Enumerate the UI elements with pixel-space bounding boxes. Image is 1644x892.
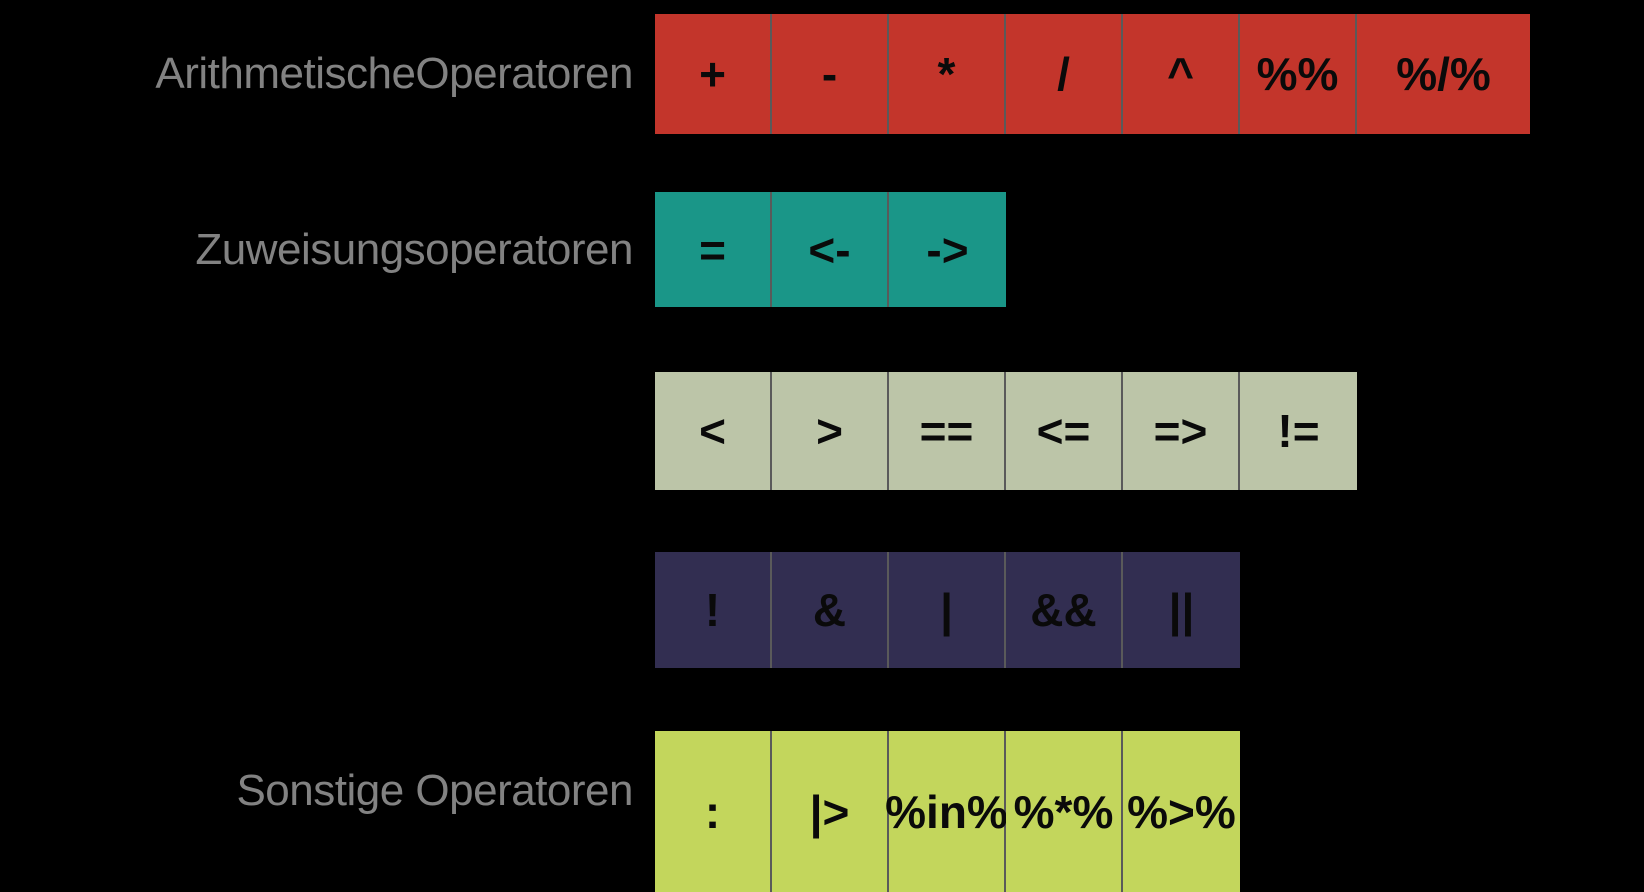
row-label-misc: Sonstige Operatoren bbox=[236, 766, 633, 815]
operator-cell[interactable]: ^ bbox=[1123, 14, 1240, 134]
operator-cell[interactable]: ! bbox=[655, 552, 772, 668]
operator-cell[interactable]: | bbox=[889, 552, 1006, 668]
row-label-assign: Zuweisungsoperatoren bbox=[195, 224, 633, 274]
operator-cell[interactable]: > bbox=[772, 372, 889, 490]
operator-cell[interactable]: <- bbox=[772, 192, 889, 307]
operator-cell[interactable]: + bbox=[655, 14, 772, 134]
operator-cell[interactable]: & bbox=[772, 552, 889, 668]
operator-cell[interactable]: |> bbox=[772, 731, 889, 892]
operator-cells: :|>%in%%*%%>% bbox=[655, 731, 1240, 892]
operator-cells: =<--> bbox=[655, 192, 1006, 307]
operator-cell[interactable]: - bbox=[772, 14, 889, 134]
operator-cell[interactable]: => bbox=[1123, 372, 1240, 490]
operator-cell[interactable]: || bbox=[1123, 552, 1240, 668]
operator-cell[interactable]: %*% bbox=[1006, 731, 1123, 892]
operator-row-misc: :|>%in%%*%%>% bbox=[655, 731, 1240, 892]
operator-cells: <>==<==>!= bbox=[655, 372, 1357, 490]
operator-cell[interactable]: < bbox=[655, 372, 772, 490]
operator-cell[interactable]: <= bbox=[1006, 372, 1123, 490]
label-zone-compare bbox=[0, 372, 655, 490]
operator-cells: +-*/^%%%/% bbox=[655, 14, 1530, 134]
operator-cells: !&|&&|| bbox=[655, 552, 1240, 668]
operator-cell[interactable]: == bbox=[889, 372, 1006, 490]
label-zone-arithmetic: ArithmetischeOperatoren bbox=[0, 14, 655, 134]
label-zone-assign: Zuweisungsoperatoren bbox=[0, 192, 655, 307]
operator-cell[interactable]: %% bbox=[1240, 14, 1357, 134]
operator-cell[interactable]: && bbox=[1006, 552, 1123, 668]
operator-cell[interactable]: * bbox=[889, 14, 1006, 134]
operator-cell[interactable]: : bbox=[655, 731, 772, 892]
operator-row-logic: !&|&&|| bbox=[655, 552, 1240, 668]
operator-cell[interactable]: / bbox=[1006, 14, 1123, 134]
operator-cell[interactable]: != bbox=[1240, 372, 1357, 490]
label-zone-misc: Sonstige Operatoren bbox=[0, 731, 655, 851]
operator-cell[interactable]: %/% bbox=[1357, 14, 1530, 134]
operator-cell[interactable]: = bbox=[655, 192, 772, 307]
row-label-logic bbox=[633, 552, 655, 668]
operator-row-arithmetic: +-*/^%%%/% bbox=[655, 14, 1530, 134]
operator-cell[interactable]: -> bbox=[889, 192, 1006, 307]
operator-cell[interactable]: %in% bbox=[885, 731, 1008, 892]
operator-cell[interactable]: %>% bbox=[1123, 731, 1240, 892]
row-label-arithmetic: ArithmetischeOperatoren bbox=[155, 49, 633, 98]
operator-row-compare: <>==<==>!= bbox=[655, 372, 1357, 490]
label-zone-logic bbox=[0, 552, 655, 668]
operator-row-assign: =<--> bbox=[655, 192, 1006, 307]
row-label-compare bbox=[633, 372, 655, 490]
